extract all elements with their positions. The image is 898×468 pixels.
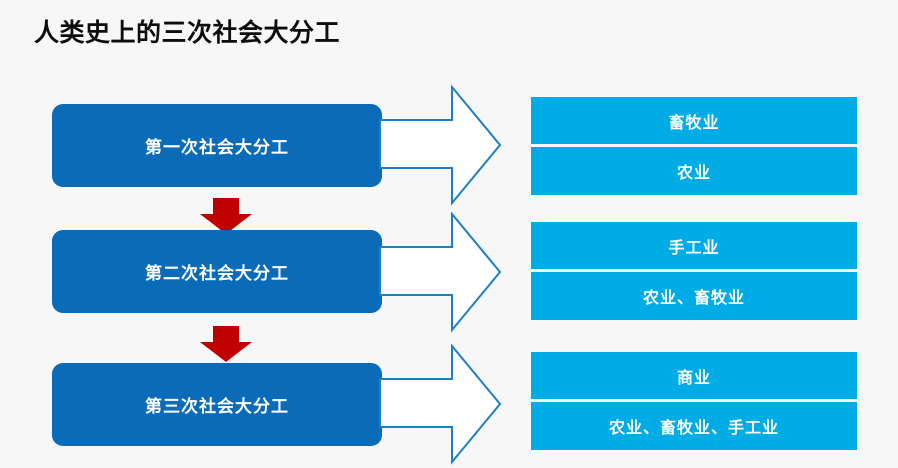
stage-box-first-division[interactable]: 第一次社会大分工 bbox=[52, 104, 382, 187]
cell-divider bbox=[531, 144, 857, 147]
result-primary[interactable]: 商业 bbox=[531, 352, 857, 399]
down-arrow-icon bbox=[200, 198, 252, 234]
cell-divider bbox=[531, 399, 857, 402]
result-group-first-division: 畜牧业 农业 bbox=[531, 97, 857, 195]
result-group-third-division: 商业 农业、畜牧业、手工业 bbox=[531, 352, 857, 450]
page-title: 人类史上的三次社会大分工 bbox=[34, 19, 341, 47]
cell-divider bbox=[531, 269, 857, 272]
stage-box-second-division[interactable]: 第二次社会大分工 bbox=[52, 230, 382, 313]
stage-box-third-division[interactable]: 第三次社会大分工 bbox=[52, 363, 382, 446]
result-group-second-division: 手工业 农业、畜牧业 bbox=[531, 222, 857, 320]
result-primary[interactable]: 畜牧业 bbox=[531, 97, 857, 144]
stage-label: 第一次社会大分工 bbox=[145, 138, 289, 157]
down-arrow-icon bbox=[200, 326, 252, 362]
result-secondary[interactable]: 农业、畜牧业、手工业 bbox=[531, 402, 857, 450]
result-secondary[interactable]: 农业 bbox=[531, 147, 857, 195]
right-arrow-icon bbox=[378, 343, 504, 466]
result-primary[interactable]: 手工业 bbox=[531, 222, 857, 269]
result-secondary[interactable]: 农业、畜牧业 bbox=[531, 272, 857, 320]
stage-label: 第二次社会大分工 bbox=[145, 264, 289, 283]
right-arrow-icon bbox=[378, 211, 504, 334]
right-arrow-icon bbox=[378, 84, 504, 207]
stage-label: 第三次社会大分工 bbox=[145, 397, 289, 416]
